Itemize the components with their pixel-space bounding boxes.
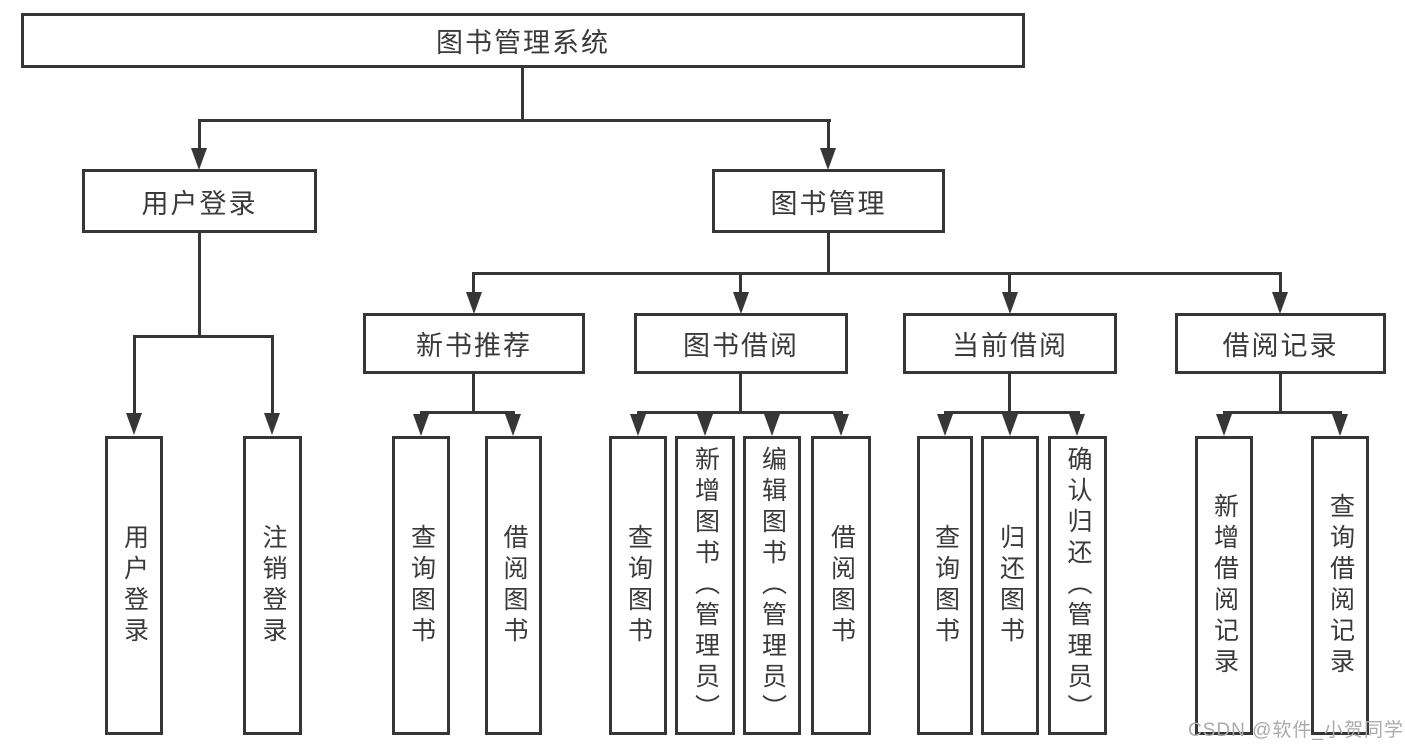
connector-book-borrow-stem [739, 374, 742, 414]
node-book-borrowing: 图书借阅 [634, 313, 848, 374]
arrow-to-book-management [820, 148, 836, 170]
node-library-system: 图书管理系统 [21, 13, 1025, 68]
arrow-to-borrow-records [1272, 292, 1288, 314]
connector-to-user-login-shaft [198, 119, 201, 152]
connector-user-login-stem [198, 233, 201, 335]
leaf-borrow-books-1: 借阅图书 [485, 436, 542, 735]
node-user-login: 用户登录 [82, 169, 317, 233]
node-borrow-records: 借阅记录 [1175, 313, 1386, 374]
leaf-user-login: 用户登录 [105, 436, 163, 735]
leaf-return-books-label: 归还图书 [996, 523, 1025, 648]
arrow-to-leaf-edit-books [764, 414, 780, 436]
arrow-to-leaf-query-books-1 [413, 414, 429, 436]
node-current-borrowing: 当前借阅 [903, 313, 1117, 374]
leaf-query-borrow-record-label: 查询借阅记录 [1326, 492, 1355, 679]
arrow-to-leaf-borrow-books-1 [505, 414, 521, 436]
connector-root-stem [521, 68, 524, 119]
leaf-add-borrow-record: 新增借阅记录 [1195, 436, 1253, 735]
arrow-to-leaf-confirm-return [1069, 414, 1085, 436]
connector-to-book-borrow-shaft [739, 272, 742, 295]
connector-user-login-rail [134, 335, 274, 338]
leaf-add-books-admin-label: 新增图书（管理员） [691, 446, 720, 725]
connector-current-borrow-stem [1008, 374, 1011, 414]
leaf-query-books-1-label: 查询图书 [407, 523, 436, 648]
arrow-to-leaf-add-books [697, 414, 713, 436]
leaf-return-books: 归还图书 [981, 436, 1039, 735]
leaf-edit-books-admin-label: 编辑图书（管理员） [758, 446, 787, 725]
node-user-login-label: 用户登录 [141, 188, 258, 219]
connector-to-leaf-user-login-shaft [133, 335, 136, 416]
connector-new-book-rail [420, 411, 515, 414]
leaf-logout: 注销登录 [243, 436, 302, 735]
arrow-to-leaf-add-borrow-record [1216, 414, 1232, 436]
connector-book-management-stem [827, 233, 830, 272]
connector-new-book-stem [472, 374, 475, 414]
arrow-to-user-login [191, 148, 207, 170]
leaf-borrow-books-2-label: 借阅图书 [827, 523, 856, 648]
node-borrow-records-label: 借阅记录 [1222, 331, 1339, 361]
connector-to-book-management-shaft [827, 119, 830, 152]
leaf-query-books-1: 查询图书 [392, 436, 450, 735]
arrow-to-leaf-query-borrow-record [1332, 414, 1348, 436]
leaf-edit-books-admin: 编辑图书（管理员） [743, 436, 801, 735]
connector-to-leaf-logout-shaft [271, 335, 274, 416]
leaf-confirm-return-admin-label: 确认归还（管理员） [1064, 446, 1092, 725]
arrow-to-leaf-logout [264, 413, 280, 435]
node-book-management: 图书管理 [712, 169, 945, 233]
leaf-query-books-3-label: 查询图书 [931, 523, 960, 648]
arrow-to-current-borrowing [1002, 292, 1018, 314]
node-book-borrowing-label: 图书借阅 [683, 331, 799, 361]
connector-borrow-records-rail [1223, 411, 1342, 414]
leaf-query-books-3: 查询图书 [917, 436, 973, 735]
leaf-borrow-books-2: 借阅图书 [811, 436, 871, 735]
leaf-user-login-label: 用户登录 [120, 523, 149, 648]
leaf-add-books-admin: 新增图书（管理员） [675, 436, 735, 735]
leaf-add-borrow-record-label: 新增借阅记录 [1210, 492, 1239, 679]
arrow-to-leaf-query-books-2 [630, 414, 646, 436]
connector-to-new-book-shaft [472, 272, 475, 295]
connector-to-borrow-records-shaft [1279, 272, 1282, 295]
connector-book-management-rail [473, 272, 1281, 275]
arrow-to-leaf-query-books-3 [937, 414, 953, 436]
leaf-logout-label: 注销登录 [259, 523, 287, 648]
leaf-query-books-2-label: 查询图书 [624, 523, 653, 648]
connector-current-borrow-rail [944, 411, 1080, 414]
arrow-to-new-book-recommend [466, 292, 482, 314]
connector-book-borrow-rail [637, 411, 843, 414]
node-book-management-label: 图书管理 [770, 188, 887, 219]
connector-borrow-records-stem [1279, 374, 1282, 414]
leaf-query-borrow-record: 查询借阅记录 [1311, 436, 1369, 735]
arrow-to-leaf-user-login [126, 413, 142, 435]
leaf-confirm-return-admin: 确认归还（管理员） [1048, 436, 1107, 735]
leaf-borrow-books-1-label: 借阅图书 [500, 523, 528, 648]
connector-to-current-borrow-shaft [1008, 272, 1011, 295]
node-library-system-label: 图书管理系统 [436, 28, 610, 58]
node-new-book-recommend-label: 新书推荐 [416, 331, 532, 361]
connector-root-rail [198, 119, 831, 122]
node-current-borrowing-label: 当前借阅 [952, 331, 1068, 361]
node-new-book-recommend: 新书推荐 [363, 313, 585, 374]
csdn-watermark: CSDN @软件_小贺同学 [1188, 720, 1404, 741]
leaf-query-books-2: 查询图书 [609, 436, 667, 735]
arrow-to-leaf-return-books [1002, 414, 1018, 436]
arrow-to-leaf-borrow-books-2 [833, 414, 849, 436]
arrow-to-book-borrowing [733, 292, 749, 314]
